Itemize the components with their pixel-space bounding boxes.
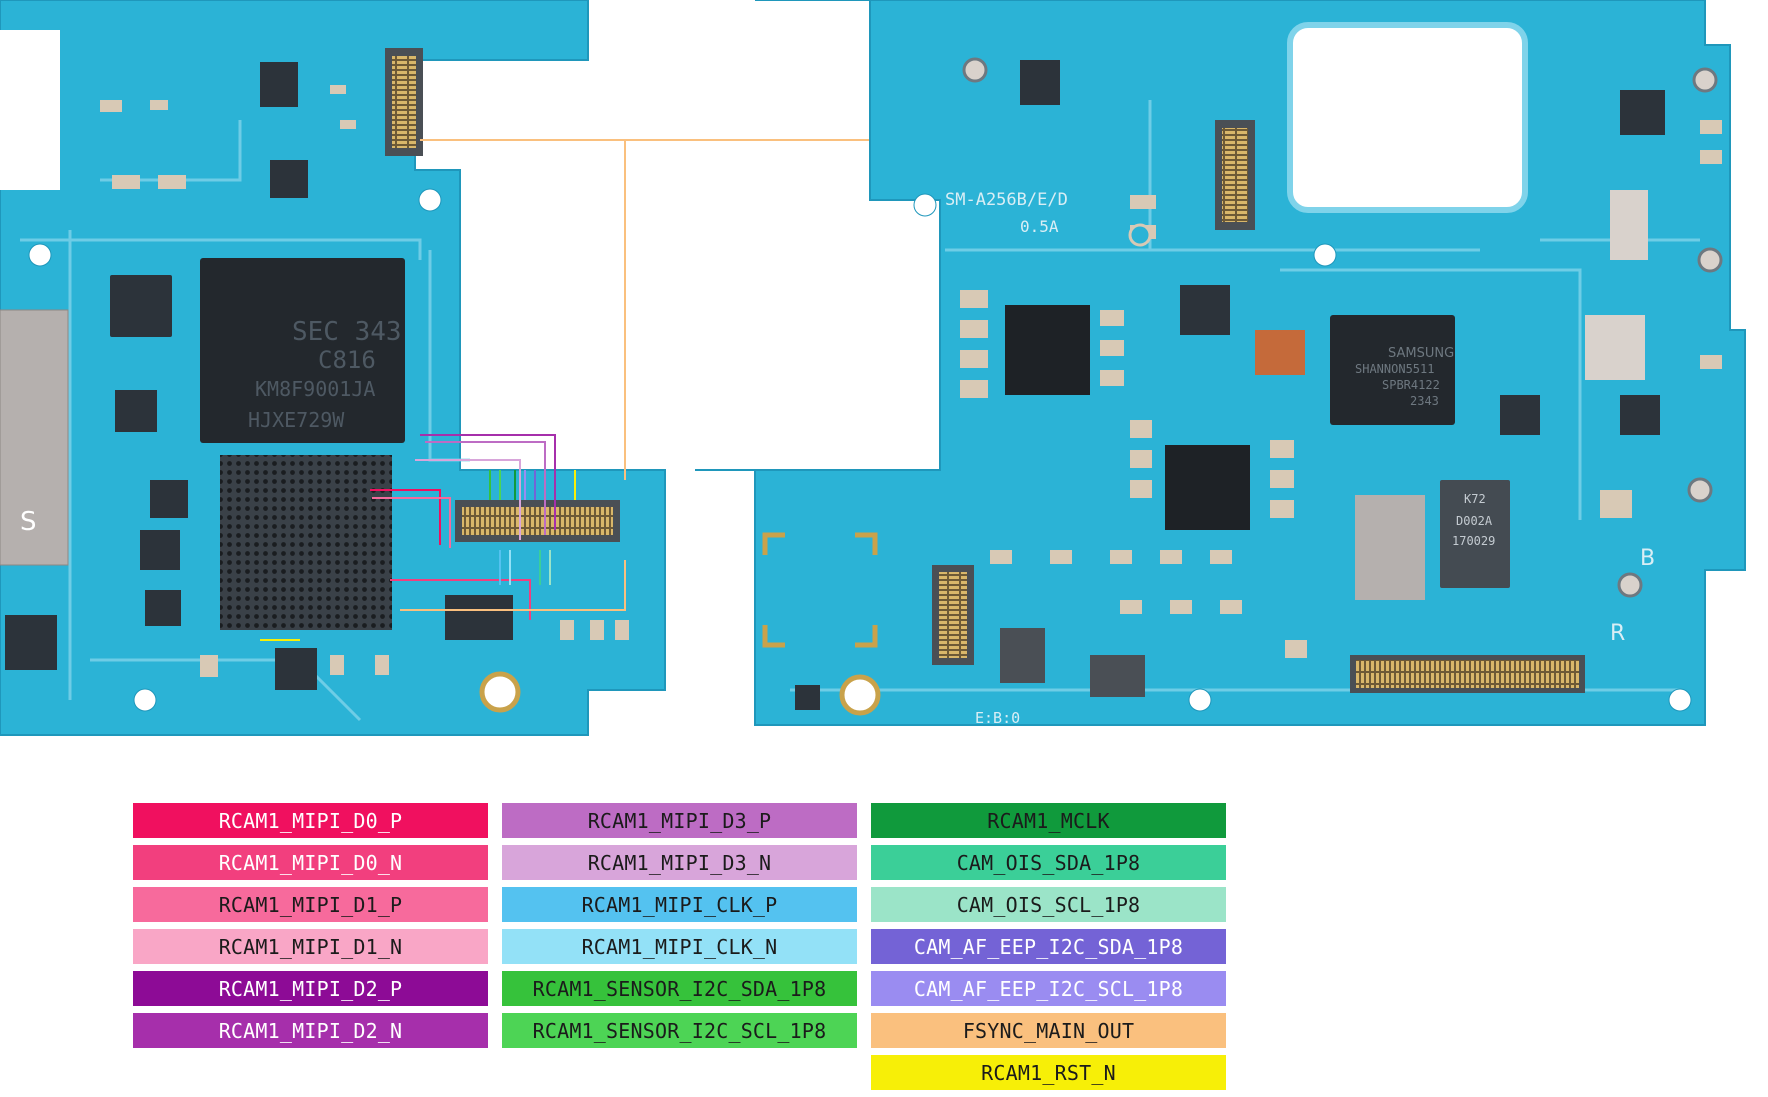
legend-item-rcam1-mipi-d2-n: RCAM1_MIPI_D2_N <box>133 1013 488 1048</box>
legend-item-rcam1-rst-n: RCAM1_RST_N <box>871 1055 1226 1090</box>
legend-item-cam-ois-scl: CAM_OIS_SCL_1P8 <box>871 887 1226 922</box>
legend-item-rcam1-mipi-clk-p: RCAM1_MIPI_CLK_P <box>502 887 857 922</box>
legend-column-2: RCAM1_MIPI_D3_P RCAM1_MIPI_D3_N RCAM1_MI… <box>502 803 857 1097</box>
modem-text-2: SHANNON5511 <box>1355 362 1434 376</box>
rcam-connector <box>462 507 613 535</box>
rf-text-1: K72 <box>1464 492 1486 506</box>
rf-text-3: 170029 <box>1452 534 1495 548</box>
legend-item-rcam1-mipi-d2-p: RCAM1_MIPI_D2_P <box>133 971 488 1006</box>
ap-chip-text-3: KM8F9001JA <box>255 377 375 401</box>
silk-rev: 0.5A <box>1020 217 1059 236</box>
silk-model: SM-A256B/E/D <box>945 190 1068 210</box>
main-fpc-connector <box>1356 660 1579 688</box>
rf-chip <box>1440 480 1510 588</box>
bga-footprint <box>220 455 392 630</box>
top-connector-left <box>392 56 416 148</box>
legend-column-3: RCAM1_MCLK CAM_OIS_SDA_1P8 CAM_OIS_SCL_1… <box>871 803 1226 1097</box>
wifi-module <box>1585 315 1645 380</box>
silk-s: S <box>20 507 37 537</box>
copper-pad <box>1255 330 1305 375</box>
pmic-chip <box>1005 305 1090 395</box>
legend-item-cam-ois-sda: CAM_OIS_SDA_1P8 <box>871 845 1226 880</box>
modem-text-4: 2343 <box>1410 394 1439 408</box>
ap-chip-text-1: SEC 343 <box>292 317 402 347</box>
sim-shield <box>0 309 69 566</box>
silk-r: R <box>1610 621 1625 646</box>
legend-item-rcam1-mclk: RCAM1_MCLK <box>871 803 1226 838</box>
legend-item-rcam1-mipi-clk-n: RCAM1_MIPI_CLK_N <box>502 929 857 964</box>
modem-text-1: SAMSUNG <box>1388 346 1454 361</box>
legend-item-rcam1-mipi-d0-p: RCAM1_MIPI_D0_P <box>133 803 488 838</box>
connector-bottom-left <box>939 572 967 658</box>
right-board: SM-A256B/E/D 0.5A E:B:0 B R SAMSUNG SHAN… <box>695 0 1746 727</box>
legend-item-rcam1-mipi-d1-n: RCAM1_MIPI_D1_N <box>133 929 488 964</box>
pmic-chip-2 <box>1165 445 1250 530</box>
modem-text-3: SPBR4122 <box>1382 378 1440 392</box>
legend-item-rcam1-mipi-d1-p: RCAM1_MIPI_D1_P <box>133 887 488 922</box>
rf-text-2: D002A <box>1456 514 1493 528</box>
legend-item-rcam1-sensor-i2c-scl: RCAM1_SENSOR_I2C_SCL_1P8 <box>502 1013 857 1048</box>
legend-item-fsync-main-out: FSYNC_MAIN_OUT <box>871 1013 1226 1048</box>
gold-hole-right <box>839 674 881 716</box>
connector-top-right <box>1222 128 1248 222</box>
legend-item-cam-af-eep-sda: CAM_AF_EEP_I2C_SDA_1P8 <box>871 929 1226 964</box>
gold-hole-left <box>479 671 521 713</box>
silk-b: B <box>1640 546 1655 571</box>
metal-can <box>1355 495 1425 600</box>
ap-chip-text-4: HJXE729W <box>248 408 345 432</box>
legend-item-rcam1-mipi-d3-p: RCAM1_MIPI_D3_P <box>502 803 857 838</box>
ap-chip-text-2: C816 <box>318 346 376 374</box>
left-board: SEC 343 C816 KM8F9001JA HJXE729W S <box>0 0 880 736</box>
legend-item-rcam1-sensor-i2c-sda: RCAM1_SENSOR_I2C_SDA_1P8 <box>502 971 857 1006</box>
ap-chip <box>200 258 405 443</box>
legend-item-cam-af-eep-scl: CAM_AF_EEP_I2C_SCL_1P8 <box>871 971 1226 1006</box>
camera-outline-marks <box>762 532 878 648</box>
camera-cutout <box>1287 22 1528 213</box>
signal-legend: RCAM1_MIPI_D0_P RCAM1_MIPI_D0_N RCAM1_MI… <box>133 803 1226 1097</box>
legend-column-1: RCAM1_MIPI_D0_P RCAM1_MIPI_D0_N RCAM1_MI… <box>133 803 488 1097</box>
legend-item-rcam1-mipi-d3-n: RCAM1_MIPI_D3_N <box>502 845 857 880</box>
silk-bottom-mark: E:B:0 <box>975 709 1020 727</box>
modem-chip <box>1330 315 1455 425</box>
legend-item-rcam1-mipi-d0-n: RCAM1_MIPI_D0_N <box>133 845 488 880</box>
